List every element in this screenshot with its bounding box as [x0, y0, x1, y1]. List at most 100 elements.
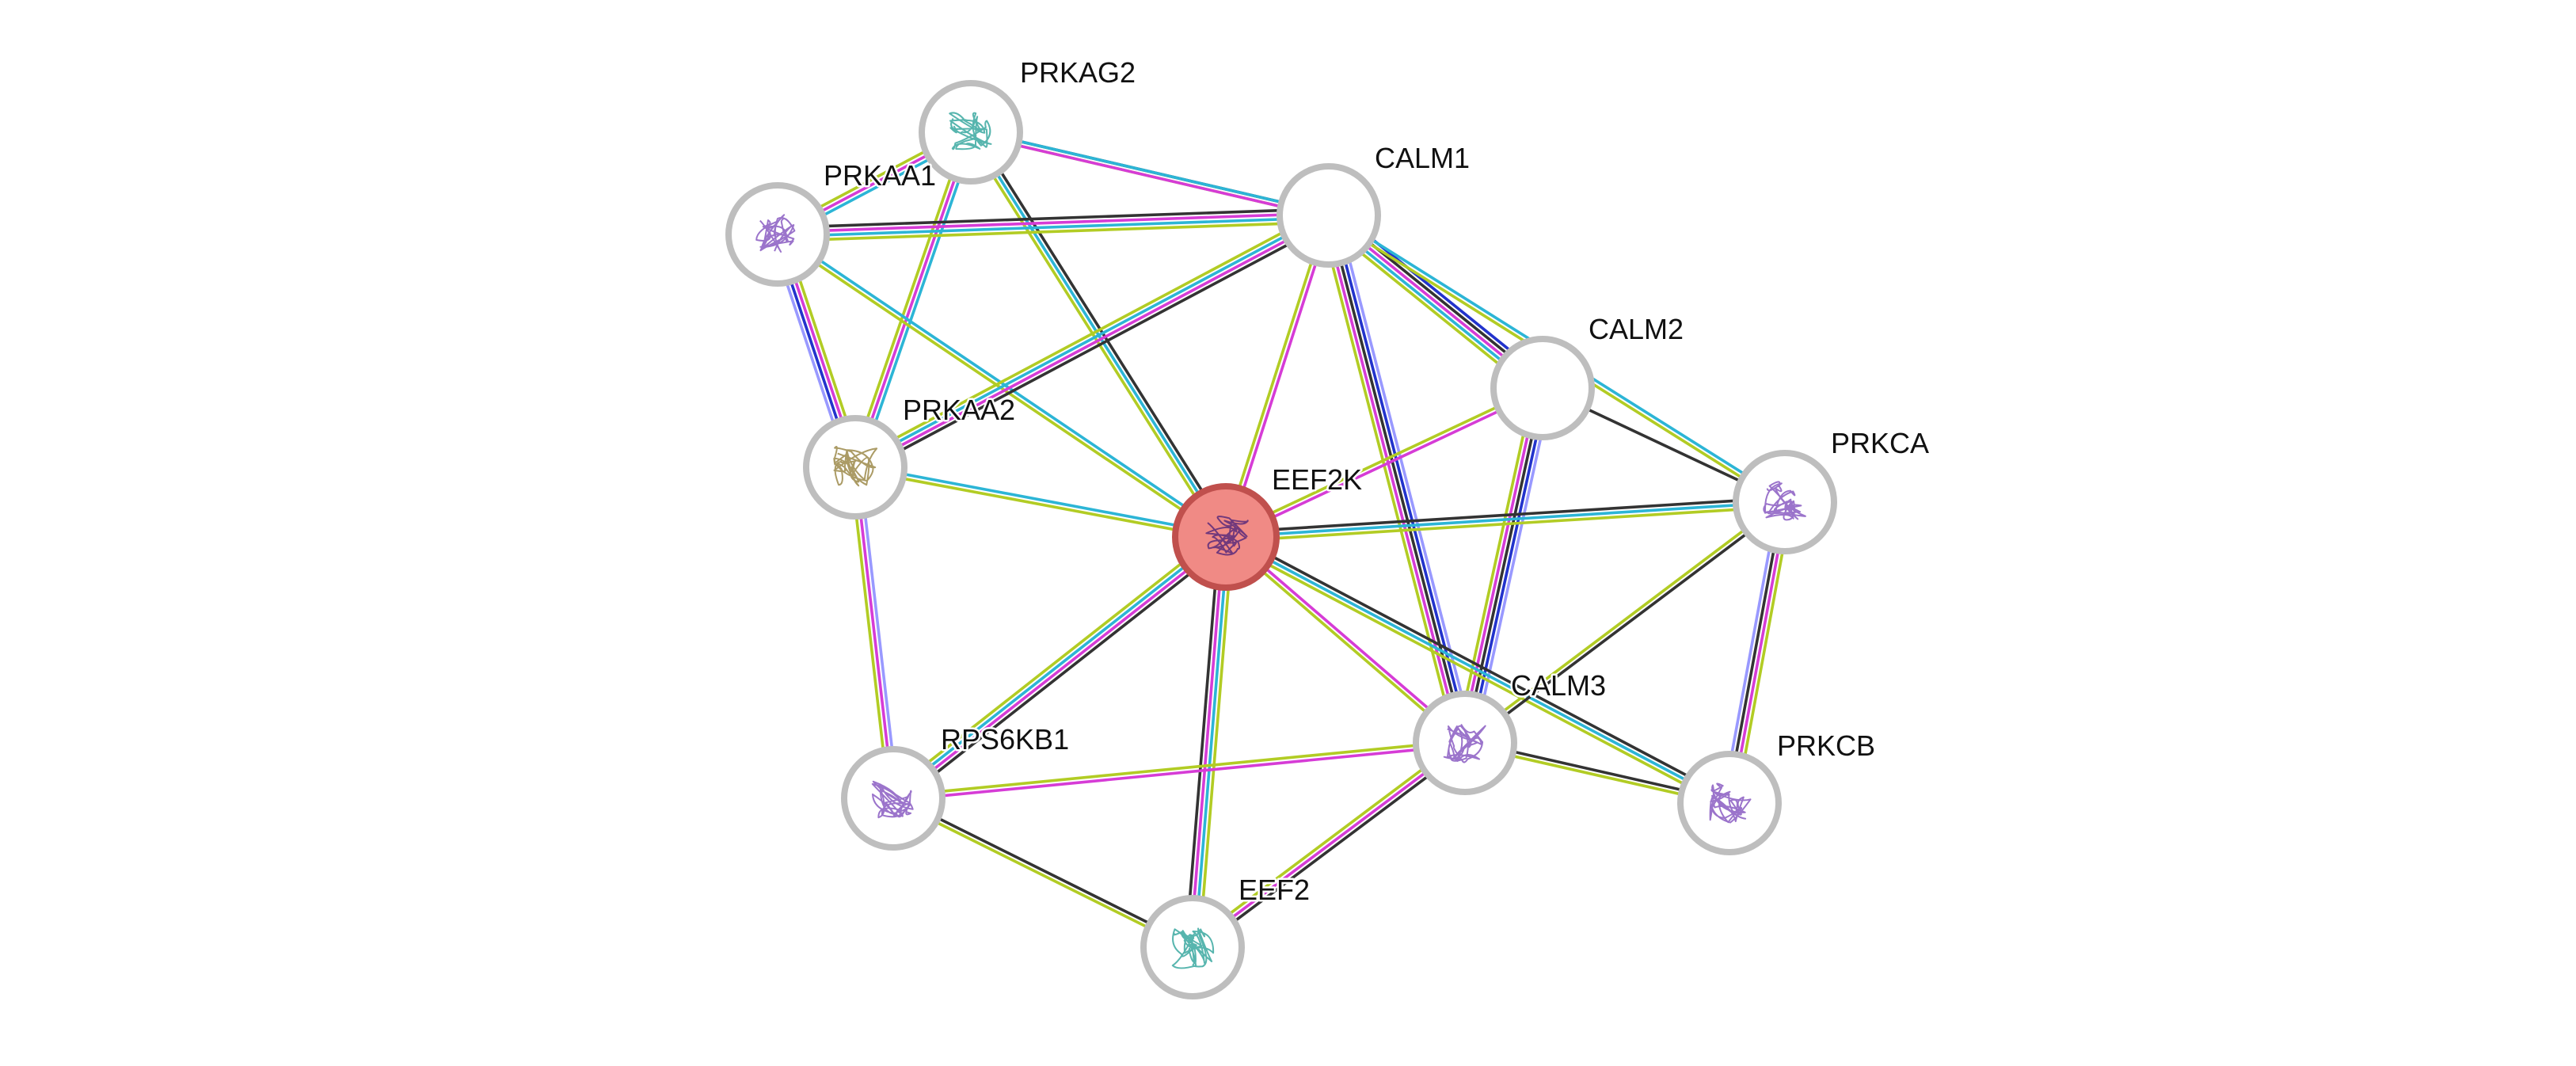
edge-line-textmining	[851, 208, 1326, 463]
node-circle	[1277, 163, 1381, 268]
edge-line-experiment	[854, 466, 895, 799]
node-label: PRKAA1	[824, 159, 936, 192]
edge-eef2k-prkca[interactable]	[1225, 496, 1786, 543]
edge-line-experiment	[1322, 215, 1463, 744]
node-eef2k[interactable]: EEF2K	[1172, 462, 1364, 591]
edge-eef2k-prkcb[interactable]	[1223, 531, 1733, 809]
node-prkca[interactable]: PRKCA	[1733, 425, 1931, 554]
edge-prkag2-calm1[interactable]	[969, 128, 1330, 219]
node-calm1[interactable]: CALM1	[1277, 140, 1472, 268]
node-label: PRKCA	[1831, 427, 1929, 459]
edge-line-homology	[858, 466, 900, 798]
edge-line-coexpression	[1227, 531, 1733, 801]
edge-calm2-calm3[interactable]	[1455, 386, 1553, 745]
protein-structure-icon	[755, 214, 796, 253]
edge-line-experiment	[1226, 215, 1333, 539]
node-label: CALM2	[1589, 313, 1684, 345]
edge-line-coexpression	[1463, 387, 1544, 744]
node-label: EEF2	[1239, 874, 1310, 906]
edge-line-experiment	[893, 744, 1466, 802]
node-circle	[919, 80, 1023, 185]
edge-line-textmining	[1455, 386, 1535, 741]
edge-line-coexpression	[1225, 496, 1785, 535]
edge-line-textmining	[1189, 738, 1463, 945]
edge-line-experiment	[777, 211, 1329, 234]
edge-eef2k-rps6kb1[interactable]	[888, 530, 1231, 805]
edge-line-database	[1225, 501, 1786, 539]
node-prkag2[interactable]: PRKAG2	[919, 55, 1138, 185]
edge-calm2-eef2k[interactable]	[1224, 384, 1544, 541]
node-label: PRKAG2	[1020, 56, 1136, 89]
node-label: CALM3	[1511, 669, 1606, 702]
edge-line-database	[855, 463, 1227, 536]
edge-calm3-rps6kb1[interactable]	[892, 739, 1466, 802]
protein-structure-icon	[1205, 516, 1249, 556]
edge-line-experiment	[1226, 388, 1544, 541]
edge-line-textmining	[849, 467, 891, 799]
edge-line-textmining	[849, 130, 968, 466]
edge-line-database	[858, 133, 977, 470]
edge-line-database	[778, 216, 1330, 238]
edge-line-database	[971, 128, 1330, 215]
edge-line-textmining	[1318, 217, 1458, 746]
edge-line-textmining	[854, 468, 1226, 541]
edge-line-database	[891, 534, 1226, 798]
node-circle	[1413, 691, 1517, 795]
edge-line-textmining	[1226, 504, 1786, 543]
protein-structure-icon	[1763, 481, 1806, 521]
edge-line-experiment	[1189, 536, 1225, 947]
edge-line-textmining	[778, 220, 1330, 243]
edge-line-coexpression	[896, 541, 1231, 805]
node-circle	[803, 415, 907, 520]
node-circle	[1490, 336, 1595, 440]
edge-rps6kb1-eef2[interactable]	[891, 794, 1195, 951]
node-label: PRKAA2	[903, 394, 1015, 426]
edge-line-coexpression	[1465, 502, 1787, 746]
node-calm2[interactable]: CALM2	[1490, 311, 1686, 440]
edge-line-textmining	[1197, 537, 1235, 948]
edge-line-textmining	[891, 798, 1193, 951]
protein-structure-icon	[1443, 724, 1486, 763]
node-prkaa2[interactable]: PRKAA2	[803, 392, 1018, 520]
edge-line-neighborhood	[1467, 388, 1549, 744]
edge-calm1-eef2k[interactable]	[1222, 214, 1333, 539]
node-label: RPS6KB1	[941, 723, 1069, 756]
edge-line-coexpression	[858, 219, 1333, 474]
edge-line-database	[853, 211, 1329, 467]
node-prkcb[interactable]: PRKCB	[1677, 728, 1878, 855]
edge-line-experiment	[854, 131, 972, 468]
protein-structure-icon	[833, 446, 878, 487]
edge-line-textmining	[1223, 539, 1729, 809]
edge-line-textmining	[1222, 214, 1329, 537]
edge-line-textmining	[892, 739, 1465, 798]
edge-line-textmining	[1224, 384, 1543, 537]
edge-line-experiment	[1459, 386, 1540, 743]
edge-line-coexpression	[893, 794, 1195, 947]
node-eef2[interactable]: EEF2	[1140, 872, 1312, 999]
node-label: PRKCB	[1777, 729, 1875, 762]
edge-prkaa1-calm1[interactable]	[777, 207, 1330, 243]
protein-structure-icon	[1709, 782, 1752, 824]
edge-eef2k-eef2[interactable]	[1184, 536, 1235, 948]
edge-prkaa2-eef2k[interactable]	[854, 463, 1227, 541]
edge-prkag2-prkaa2[interactable]	[849, 130, 977, 470]
edge-calm3-eef2[interactable]	[1189, 738, 1469, 952]
edge-line-database	[1225, 535, 1730, 805]
protein-structure-icon	[949, 112, 992, 150]
edge-prkca-calm3[interactable]	[1463, 499, 1787, 746]
node-label: EEF2K	[1272, 463, 1362, 496]
edge-line-homology	[1336, 212, 1475, 741]
edge-line-experiment	[855, 215, 1331, 471]
edge-line-coexpression	[777, 207, 1329, 230]
node-rps6kb1[interactable]: RPS6KB1	[841, 721, 1071, 851]
edge-line-experiment	[893, 537, 1228, 801]
edge-line-coexpression	[1184, 536, 1221, 947]
edge-line-textmining	[888, 530, 1223, 794]
node-prkaa1[interactable]: PRKAA1	[725, 158, 938, 287]
node-calm3[interactable]: CALM3	[1413, 668, 1608, 795]
edge-prkaa2-rps6kb1[interactable]	[849, 466, 900, 799]
edge-line-database	[778, 231, 1228, 537]
edge-calm1-prkaa2[interactable]	[851, 208, 1333, 474]
edge-line-textmining	[1463, 499, 1785, 743]
